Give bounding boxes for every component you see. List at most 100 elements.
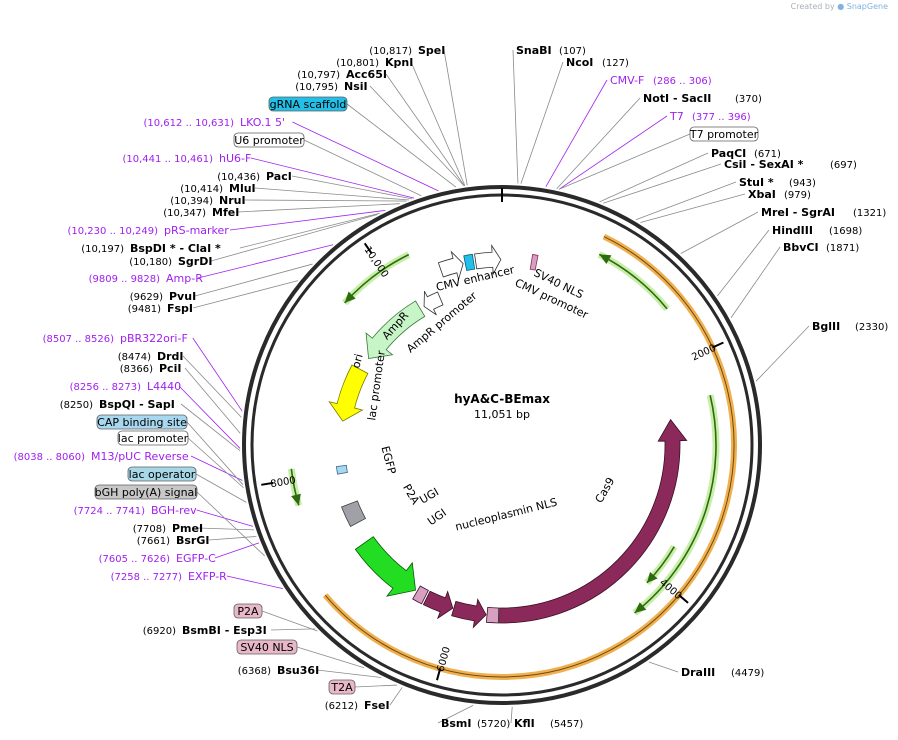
primer-t7[interactable]: T7(377 .. 396): [669, 110, 751, 123]
leader-line: [195, 473, 247, 503]
box-p2a[interactable]: P2A: [233, 603, 263, 619]
leader-line: [603, 163, 722, 204]
ampr-promoter-arrow[interactable]: [423, 290, 444, 316]
enzyme-pvui[interactable]: (9629)PvuI: [130, 290, 196, 303]
primer-exfp-r[interactable]: (7258 .. 7277)EXFP-R: [111, 570, 228, 583]
ugi-arrow-1[interactable]: [451, 598, 487, 629]
primer-name: hU6-F: [219, 152, 251, 165]
ampr-arrow[interactable]: [365, 300, 426, 359]
grna-scaffold-block[interactable]: [463, 253, 476, 272]
primer-egfp-c[interactable]: (7605 .. 7626)EGFP-C: [99, 552, 217, 565]
enzyme-bsrgi[interactable]: (7661)BsrGI: [137, 534, 210, 547]
box-lac-operator[interactable]: lac operator: [127, 466, 197, 482]
box-grna-scaffold[interactable]: gRNA scaffold: [268, 96, 348, 112]
enzyme-draiii[interactable]: DraIII(4479): [681, 666, 764, 679]
ori-arrow[interactable]: [328, 364, 369, 422]
primer-name: L4440: [147, 380, 181, 393]
feature-box-label: gRNA scaffold: [270, 98, 347, 111]
enzyme-bbvci[interactable]: BbvCI(1871): [783, 241, 859, 254]
primer-bgh-rev[interactable]: (7724 .. 7741)BGH-rev: [74, 504, 198, 517]
label-ugi-1: UGI: [425, 506, 449, 528]
cmv-enhancer-arrow[interactable]: [437, 250, 464, 281]
enzyme-bsu36i[interactable]: (6368)Bsu36I: [238, 664, 319, 677]
enzyme-ncoi[interactable]: NcoI(127): [566, 56, 629, 69]
enzyme-name: PmeI: [172, 522, 203, 535]
label-nucleoplasmin-nls: nucleoplasmin NLS: [454, 496, 559, 534]
primer-position: (377 .. 396): [692, 112, 751, 123]
bgh-polya-block[interactable]: [341, 500, 367, 528]
leader-line: [270, 628, 316, 631]
leader-line: [558, 115, 668, 190]
leader-line: [186, 421, 244, 486]
enzyme-mfei[interactable]: (10,347)MfeI: [163, 206, 239, 219]
enzyme-noti-sacii[interactable]: NotI - SacII(370): [643, 92, 762, 105]
enzyme-position: (10,414): [180, 184, 223, 195]
primer-cmv-f[interactable]: CMV-F(286 .. 306): [610, 74, 712, 87]
leader-line: [254, 187, 410, 201]
egfp-arrow[interactable]: [354, 536, 416, 597]
enzyme-nsii[interactable]: (10,795)NsiI: [295, 80, 367, 93]
primer-prs-marker[interactable]: (10,230 .. 10,249)pRS-marker: [68, 224, 230, 237]
leader-line: [730, 246, 781, 319]
enzyme-position: (2330): [855, 322, 888, 333]
enzyme-position: (6920): [143, 626, 176, 637]
tick-mark: [678, 594, 689, 604]
primer-amp-r[interactable]: (9809 .. 9828)Amp-R: [89, 272, 204, 285]
box-cap-binding-site[interactable]: CAP binding site: [96, 414, 188, 430]
enzyme-bglii[interactable]: BglII(2330): [812, 320, 888, 333]
box-u6-promoter[interactable]: U6 promoter: [233, 132, 305, 148]
enzyme-csii-sexai[interactable]: CsiI - SexAI *(697): [724, 158, 857, 171]
enzyme-fsei[interactable]: (6212)FseI: [325, 699, 390, 712]
enzyme-snabi[interactable]: SnaBI(107): [516, 44, 586, 57]
tick-mark: [712, 341, 724, 349]
box-t7-promoter[interactable]: T7 promoter: [689, 126, 759, 142]
box-t2a[interactable]: T2A: [328, 679, 356, 695]
primer-position: (8256 .. 8273): [70, 382, 142, 393]
enzyme-bspdi-clai[interactable]: (10,197)BspDI * - ClaI *: [81, 242, 221, 255]
cas9-arrow[interactable]: [499, 418, 688, 624]
enzyme-paqci[interactable]: PaqCI(671): [711, 147, 781, 160]
primer-l4440[interactable]: (8256 .. 8273) L4440: [70, 380, 182, 393]
primer-lko1-5[interactable]: (10,612 .. 10,631)LKO.1 5': [144, 116, 285, 129]
box-lac-promoter[interactable]: lac promoter: [117, 430, 189, 446]
p2a-block[interactable]: [412, 585, 429, 605]
enzyme-pcii[interactable]: (8366)PciI: [120, 362, 182, 375]
cmv-promoter-arrow[interactable]: [474, 244, 502, 276]
enzyme-sgrdi[interactable]: (10,180)SgrDI: [129, 255, 212, 268]
enzyme-mrei-sgrai[interactable]: MreI - SgrAI(1321): [761, 206, 886, 219]
enzyme-hindiii[interactable]: HindIII(1698): [772, 224, 862, 237]
cap-binding-block[interactable]: [335, 464, 348, 475]
feature-box-label: T2A: [330, 681, 353, 694]
feature-box-label: SV40 NLS: [240, 641, 293, 654]
leader-line: [208, 536, 257, 541]
primer-hu6-f[interactable]: (10,441 .. 10,461)hU6-F: [123, 152, 252, 165]
enzyme-paci[interactable]: (10,436)PacI: [217, 170, 292, 183]
enzyme-name: StuI *: [739, 176, 774, 189]
box-sv40-nls[interactable]: SV40 NLS: [236, 639, 298, 655]
primer-pbr322ori-f[interactable]: (8507 .. 8526)pBR322ori-F: [43, 332, 188, 345]
nucleoplasmin-nls-block[interactable]: [485, 606, 500, 624]
feature-box-label: CAP binding site: [97, 416, 187, 429]
feature-box-label: T7 promoter: [689, 128, 759, 141]
enzyme-bspqi-sapi[interactable]: (8250)BspQI - SapI: [60, 398, 175, 411]
enzyme-drdi[interactable]: (8474)DrdI: [118, 350, 184, 363]
enzyme-mlui[interactable]: (10,414)MluI: [180, 182, 255, 195]
enzyme-spei[interactable]: (10,817)SpeI: [369, 44, 445, 57]
enzyme-stui[interactable]: StuI *(943): [739, 176, 816, 189]
feature-box-label: P2A: [237, 605, 259, 618]
primer-m13-puc-reverse[interactable]: (8038 .. 8060)M13/pUC Reverse: [14, 450, 189, 463]
leader-line: [197, 527, 255, 531]
enzyme-name: DraIII: [681, 666, 715, 679]
enzyme-pmei[interactable]: (7708)PmeI: [133, 522, 203, 535]
ugi-arrow-2[interactable]: [422, 590, 454, 620]
enzyme-bsmi[interactable]: BsmI(5720): [441, 717, 510, 730]
enzyme-nrui[interactable]: (10,394)NruI: [170, 194, 245, 207]
enzyme-kpni[interactable]: (10,801)KpnI: [336, 56, 413, 69]
enzyme-xbai[interactable]: XbaI(979): [748, 188, 811, 201]
enzyme-fspi[interactable]: (9481)FspI: [128, 302, 193, 315]
enzyme-bsmbi-esp3i[interactable]: (6920)BsmBI - Esp3I: [143, 624, 267, 637]
sv40-nls-block[interactable]: [529, 253, 539, 271]
box-bgh-polya[interactable]: bGH poly(A) signal: [94, 484, 198, 500]
enzyme-acc65i[interactable]: (10,797)Acc65I: [297, 68, 387, 81]
enzyme-kfli[interactable]: KflI(5457): [514, 717, 583, 730]
